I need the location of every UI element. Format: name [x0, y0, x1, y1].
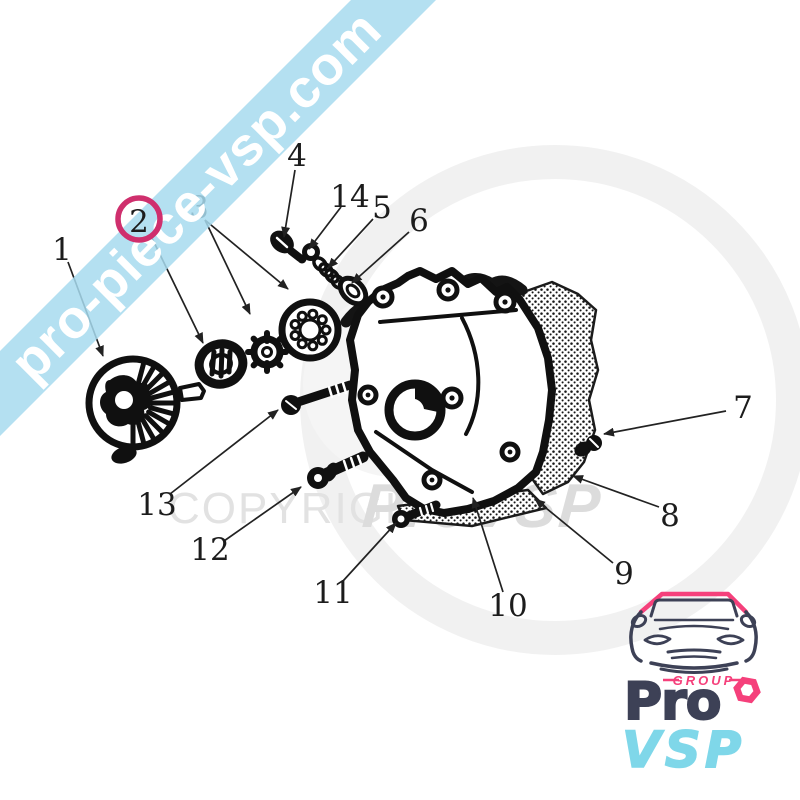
part-label-7: 7 — [733, 390, 753, 426]
part-label-5: 5 — [372, 190, 392, 226]
car-icon — [629, 591, 758, 674]
logo-brand-pro: Pro — [624, 672, 720, 732]
part-label-14: 14 — [330, 179, 369, 215]
part-label-12: 12 — [190, 532, 229, 568]
inner-rotor-drawing — [245, 330, 289, 374]
part-2-highlight: 2 — [115, 195, 163, 243]
logo-brand-vsp: VSP — [622, 721, 745, 779]
gear-drawing — [85, 355, 181, 464]
part-label-2: 2 — [129, 204, 149, 240]
bolt12-drawing — [307, 451, 369, 489]
hex-nut-icon — [733, 676, 761, 704]
part-label-8: 8 — [660, 498, 680, 534]
outer-rotor-drawing — [278, 298, 342, 362]
stud13-drawing — [281, 380, 356, 415]
part-label-10: 10 — [488, 588, 527, 624]
bolt11-drawing — [392, 500, 441, 528]
screw7-drawing — [574, 435, 602, 457]
rotor-cup-drawing — [194, 339, 248, 389]
provsp-logo: GROUP Pro VSP — [621, 591, 761, 780]
part-label-9: 9 — [614, 556, 634, 592]
logo-group-label: GROUP — [673, 673, 736, 688]
key-drawing — [178, 382, 206, 402]
part-label-6: 6 — [409, 203, 429, 239]
part-label-13: 13 — [137, 487, 176, 523]
highlight-circle-icon — [115, 195, 163, 243]
valve-parts-drawing — [270, 230, 369, 307]
housing-drawing — [346, 267, 556, 517]
parts-line-art — [85, 230, 602, 528]
part-label-1: 1 — [52, 232, 72, 268]
part-label-4: 4 — [287, 138, 307, 174]
part-label-11: 11 — [313, 575, 352, 611]
